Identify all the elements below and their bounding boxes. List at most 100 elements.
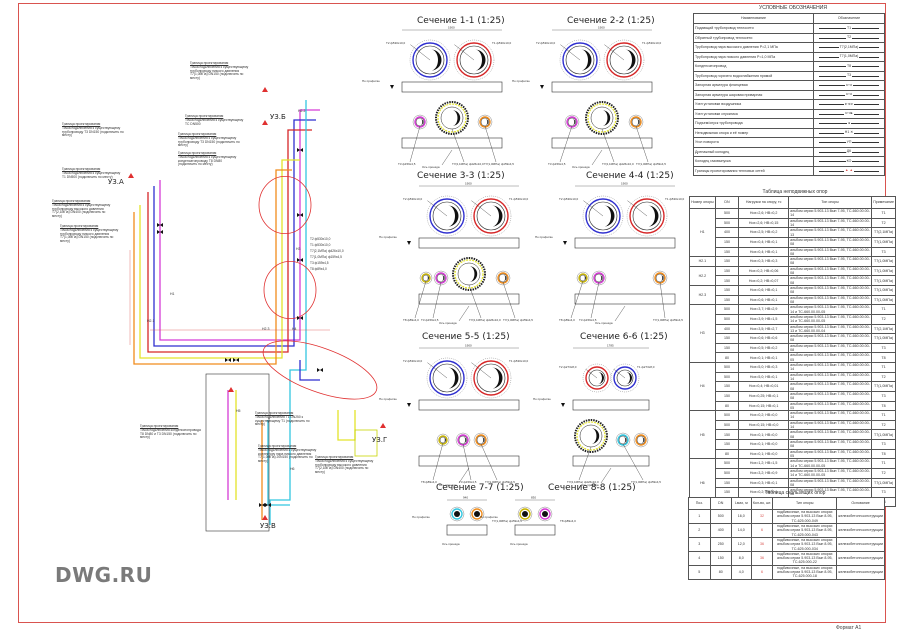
section-title-6: Сечение 6-6 (1:25) xyxy=(580,332,668,342)
legend-symbol-text: УП xyxy=(845,139,853,144)
detail-circle xyxy=(258,175,312,234)
support-label: Н1 xyxy=(170,292,175,296)
fixed-support-type: альбом серии 5.903-13 Вып 7-95, ТС-660.0… xyxy=(788,275,873,286)
callout-text: Точка подключения к существующему ТС DN5… xyxy=(185,117,244,126)
pipe-shadow-icon xyxy=(636,119,640,125)
pipe-ring xyxy=(456,42,492,78)
pipe-ring xyxy=(539,508,551,520)
pipe-ring xyxy=(475,434,487,446)
legend-line-symbol-icon: Н1 ✕ xyxy=(819,130,879,135)
leader-line xyxy=(614,305,626,322)
fixed-support-note: Т1 xyxy=(871,458,896,469)
sliding-qty: 6 xyxy=(750,564,774,580)
fixed-header-number: Номер опоры xyxy=(689,196,716,209)
axis-label: Ось проезда xyxy=(510,542,528,546)
fixed-support-loads: Нох=3,7; НВ=2,9 xyxy=(738,304,790,315)
level-label: По профилю xyxy=(412,515,431,519)
fixed-support-dn: 500 xyxy=(714,371,740,383)
pipe-label: Т7(1,0МПа) ф159х4,5 xyxy=(485,480,515,484)
fixed-support-note: Т7(2,1МПа) xyxy=(871,323,896,335)
pipe-shadow-icon xyxy=(463,437,467,443)
pipe-label: Т7(1,0МПа) ф159х4,5 xyxy=(484,162,514,166)
legend-row-symbol: ДК xyxy=(813,146,885,157)
legend-line-symbol-icon: ● xyxy=(819,120,879,126)
level-label: По профилю xyxy=(480,515,499,519)
legend-row-name: Колодец газовыпуска xyxy=(693,156,814,167)
pipe-ring xyxy=(429,360,465,396)
valve-icon xyxy=(225,358,231,362)
sliding-type: подбивочные, на высоких опорах альбом се… xyxy=(772,550,838,566)
section-title-1: Сечение 1-1 (1:25) xyxy=(417,16,505,26)
pipe-shadow-icon xyxy=(503,275,507,281)
valve-icon xyxy=(297,148,303,152)
watermark-text: DWG.RU xyxy=(55,563,153,587)
sliding-base: железобетонн.конструкции xyxy=(836,564,885,580)
axis-label: Ось проезда xyxy=(422,165,440,169)
pipe-label: Т1 ф530х10,0 xyxy=(665,197,684,201)
fixed-support-loads: Нох=0,15; НВ=0,0 xyxy=(738,419,790,431)
legend-row-name: Трубопровод пара низкого давления Р=1,0 … xyxy=(693,51,814,62)
legend-symbol-text: ▲ ▲ xyxy=(844,168,854,173)
fixed-support-dn: 150 xyxy=(714,333,740,344)
leader-line xyxy=(659,281,666,319)
sliding-supports-title: Таблица скользящих опор xyxy=(764,490,826,496)
pipe-ring xyxy=(617,434,629,446)
pipe-label: Т7(2,1МПа) ф426х10,0 xyxy=(602,162,634,166)
sliding-dn: 80 xyxy=(709,564,732,580)
pipe-ring xyxy=(519,508,531,520)
fixed-support-note: Т2 xyxy=(871,467,896,479)
fixed-support-dn: 500 xyxy=(714,458,740,469)
sliding-type: подбивочные, на высоких опорах альбом се… xyxy=(772,536,838,552)
fixed-support-number: Н2.1 xyxy=(689,256,716,267)
support-slab xyxy=(551,137,653,149)
pipe-shadow-icon xyxy=(492,367,503,389)
pipe-ring xyxy=(438,435,448,445)
fixed-header-type: Тип опоры xyxy=(788,196,873,209)
legend-title: УСЛОВНЫЕ ОБОЗНАЧЕНИЯ xyxy=(759,5,827,11)
fixed-support-loads: Нох=2,5; НВ=0,2 xyxy=(738,227,790,238)
level-label: По профилю xyxy=(535,235,554,239)
fixed-support-dn: 150 xyxy=(714,342,740,354)
leader-line xyxy=(578,446,592,481)
pipe-ring xyxy=(473,360,509,396)
pipe-shadow-icon xyxy=(625,49,636,71)
legend-row: Трубопровод пара высокого давления Р=2,1… xyxy=(693,42,885,53)
legend-line-symbol-icon: ⊳⊲ xyxy=(819,82,879,88)
pipe-label: Т1 ф530х10,0 xyxy=(509,197,528,201)
pipe-shadow-icon xyxy=(599,275,603,281)
level-label: По профилю xyxy=(512,79,531,83)
legend-row-name: Обратный трубопровод теплосети xyxy=(693,32,814,43)
pipe-label: Т2 ф530х10,0 xyxy=(403,197,422,201)
callout-title: Граница проектирования xyxy=(190,61,229,65)
fixed-support-loads: Нох=0,6; НВ=0,1 xyxy=(738,294,790,306)
leader-line xyxy=(560,44,581,61)
fixed-support-loads: Нох=2,6; НВ=0,15 xyxy=(738,217,790,229)
legend-line-symbol-icon: КО xyxy=(819,158,879,164)
section-title-5: Сечение 5-5 (1:25) xyxy=(422,332,510,342)
pipe-label: Т7(1,0МПа) ф159х4,5 xyxy=(653,318,683,322)
pipe-label: Т2 ф530х10,0 xyxy=(386,41,405,45)
pipe-label: Т3 ф159х4,5 xyxy=(459,480,477,484)
fixed-support-number: Н4 xyxy=(689,361,716,412)
fixed-support-dn: 500 xyxy=(714,410,740,421)
leader-line xyxy=(432,442,444,481)
leader-line xyxy=(410,44,431,61)
pipe-shadow-icon xyxy=(604,205,615,227)
pipe-shadow-icon xyxy=(598,372,604,384)
fixed-support-type: альбом серии 5.903-13 Вып 7-95, ТС-660.0… xyxy=(788,390,873,402)
fixed-support-note: Т7(1,0МПа) xyxy=(871,265,896,277)
axis-label: Ось проезда xyxy=(442,542,460,546)
fixed-support-type: альбом серии 5.903-13 Вып 7-95, ТС-660.0… xyxy=(788,313,873,325)
leader-line xyxy=(570,280,584,319)
support-label: Н6 xyxy=(290,467,295,471)
